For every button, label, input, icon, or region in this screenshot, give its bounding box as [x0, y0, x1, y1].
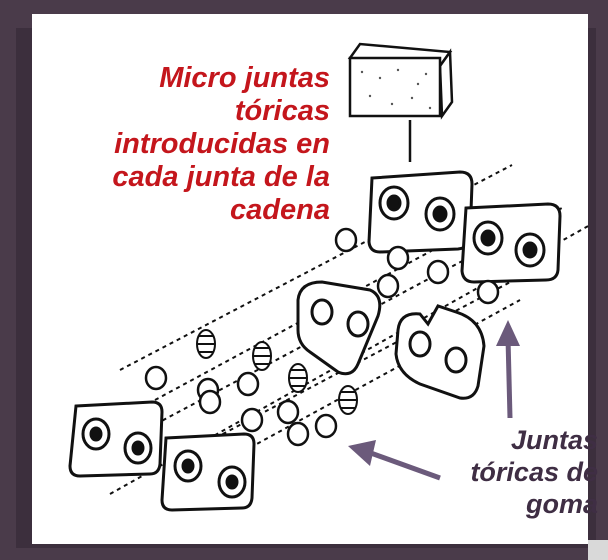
rivet-icon — [288, 363, 308, 393]
chain-plate-icon — [160, 432, 256, 512]
title-line: tóricas — [234, 95, 330, 127]
chain-plate-icon — [296, 280, 382, 376]
rivet-icon — [338, 385, 358, 415]
o-ring-icon — [376, 273, 400, 299]
rivet-icon — [252, 341, 272, 371]
arrow-icon — [496, 320, 520, 419]
o-ring-icon — [144, 365, 168, 391]
o-ring-callout: Juntas tóricas de goma — [436, 424, 598, 520]
o-ring-icon — [476, 279, 500, 305]
title-line: Micro juntas — [159, 62, 330, 94]
o-ring-icon — [426, 259, 450, 285]
o-ring-icon — [334, 227, 358, 253]
corner-strip — [588, 540, 608, 560]
o-ring-icon — [286, 421, 310, 447]
o-ring-icon — [236, 371, 260, 397]
o-ring-icon — [240, 407, 264, 433]
chain-plate-icon — [367, 170, 474, 254]
title-line: cadena — [230, 194, 330, 226]
callout-line: Juntas — [510, 425, 598, 455]
rivet-icon — [196, 329, 216, 359]
title-line: introducidas en — [114, 128, 330, 160]
chain-plate-icon — [460, 202, 562, 284]
foam-block-icon — [347, 42, 454, 120]
o-ring-icon — [198, 389, 222, 415]
diagram-title: Micro juntas tóricas introducidas en cad… — [62, 62, 330, 227]
callout-line: goma — [525, 489, 598, 519]
o-ring-icon — [314, 413, 338, 439]
arrow-icon — [348, 440, 441, 481]
o-ring-icon — [276, 399, 300, 425]
o-ring-icon — [386, 245, 410, 271]
chain-plate-icon — [68, 400, 164, 478]
title-line: cada junta de la — [112, 161, 330, 193]
callout-line: tóricas de — [470, 457, 598, 487]
chain-plate-icon — [394, 304, 486, 400]
